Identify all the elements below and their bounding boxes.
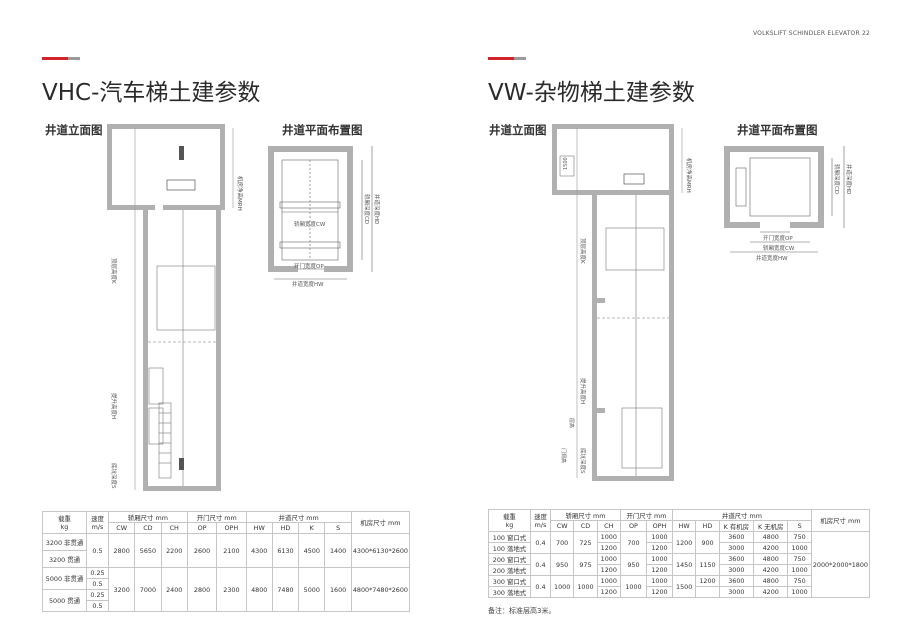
col-cd: CD <box>134 522 162 534</box>
col-car-size: 轿厢尺寸 mm <box>108 511 188 523</box>
col-shaft-size: 井道尺寸 mm <box>245 511 352 523</box>
cw-label: 轿厢宽度CW <box>294 220 326 228</box>
col-op: OP <box>186 522 218 534</box>
vw-section-title: VW-杂物梯土建参数 <box>488 80 695 106</box>
col-hd: HD <box>271 522 300 534</box>
op-label: 开门宽度OP <box>763 234 793 242</box>
table-row: 5000 贯通 0.25 <box>42 589 410 612</box>
table-row: 100 窗口式 0.4 700 725 1000 700 1000 1200 9… <box>488 531 871 598</box>
col-ch: CH <box>160 522 188 534</box>
table-row: 200 落地式 1200 1200 3000 4200 1000 <box>488 564 870 576</box>
col-hw: HW <box>672 520 697 532</box>
table-row: 3200 非贯通 0.5 2800 5650 2200 2600 2100 43… <box>42 533 411 568</box>
table-row: 100 落地式 1200 1200 3000 4200 1000 <box>488 542 870 554</box>
col-car-size: 轿厢尺寸 mm <box>550 509 621 521</box>
table-row: 300 落地式 1200 1200 3000 4200 1000 <box>488 586 870 598</box>
table-row: 300 窗口式 0.4 1000 1000 1000 1000 1000 150… <box>488 575 870 598</box>
col-oph: OPH <box>216 522 247 534</box>
table-row: 200 窗口式 0.4 950 975 1000 950 1000 1450 1… <box>488 553 870 576</box>
table-row: 0.5 <box>43 600 410 612</box>
brand-header: VOLKSLIFT SCHINDLER ELEVATOR 22 <box>752 30 870 37</box>
cw-label: 轿厢宽度CW <box>763 244 795 252</box>
table-row: 5000 非贯通 0.25 3200 7000 2400 2800 2300 4… <box>42 567 411 612</box>
hd-label: 井道深度HD <box>845 164 853 194</box>
col-op: OP <box>619 520 647 532</box>
col-k-noroom: K 无机房 <box>753 520 789 532</box>
vhc-shaft-plan-drawing: 轿厢宽度CW 开门宽度OP 井道宽度HW 轿厢深度CD 井道深度HD <box>268 146 381 288</box>
col-ch: CH <box>596 520 621 532</box>
col-k-room: K 有机房 <box>718 520 755 532</box>
standard-floor-note: 备注：标准层高3米。 <box>488 607 556 615</box>
vw-elevation-title: 井道立面图 <box>489 123 547 137</box>
k-label: 顶层高度K <box>110 258 118 284</box>
col-cd: CD <box>573 520 598 532</box>
vhc-elevation-title: 井道立面图 <box>45 123 103 137</box>
room-height-label: 1500 <box>563 157 569 170</box>
col-oph: OPH <box>645 520 674 532</box>
col-room-size: 机房尺寸 mm <box>810 509 871 532</box>
col-room-size: 机房尺寸 mm <box>350 511 411 534</box>
col-door-size: 开门尺寸 mm <box>186 511 247 523</box>
sill-label: 层高 <box>568 418 575 428</box>
col-hd: HD <box>695 520 720 532</box>
col-cw: CW <box>107 522 136 534</box>
s-label: 底坑深度S <box>110 463 118 489</box>
cd-label: 轿厢深度CD <box>363 194 371 224</box>
vw-plan-title: 井道平面布置图 <box>737 123 818 137</box>
hd-label: 井道深度HD <box>373 194 381 224</box>
col-k: K <box>298 522 326 534</box>
hw-label: 井道宽度HW <box>292 280 324 288</box>
col-s: S <box>787 520 812 532</box>
vhc-shaft-elevation-drawing: 机房净高MRH 顶层高度K 提升高度H 底坑深度S <box>107 124 244 491</box>
col-shaft-size: 井道尺寸 mm <box>672 509 812 521</box>
vhc-plan-title: 井道平面布置图 <box>282 123 363 137</box>
vhc-section-title: VHC-汽车梯土建参数 <box>42 80 261 106</box>
hw-label: 井道宽度HW <box>756 254 788 262</box>
col-cw: CW <box>549 520 575 532</box>
vw-shaft-elevation-drawing: 1500 机房净高MRH 顶层高度K 提升高度H 底坑深度S 层高 门洞高 <box>552 124 693 481</box>
h-label: 提升高度H <box>579 378 587 404</box>
k-label: 顶层高度K <box>579 238 587 264</box>
col-hw: HW <box>245 522 273 534</box>
op-label: 开门宽度OP <box>294 262 324 270</box>
mrh-label: 机房净高MRH <box>685 158 693 193</box>
h-label: 提升高度H <box>110 393 118 419</box>
col-s: S <box>324 522 352 534</box>
cd-label: 轿厢深度CD <box>833 164 841 194</box>
room-size-cell: 2000*2000*1800 <box>810 531 871 598</box>
s-label: 底坑深度S <box>579 448 587 474</box>
gate-label: 门洞高 <box>560 448 567 463</box>
col-door-size: 开门尺寸 mm <box>619 509 674 521</box>
mrh-label: 机房净高MRH <box>236 176 244 211</box>
vw-shaft-plan-drawing: 开门宽度OP 轿厢宽度CW 井道宽度HW 轿厢深度CD 井道深度HD <box>724 146 853 262</box>
